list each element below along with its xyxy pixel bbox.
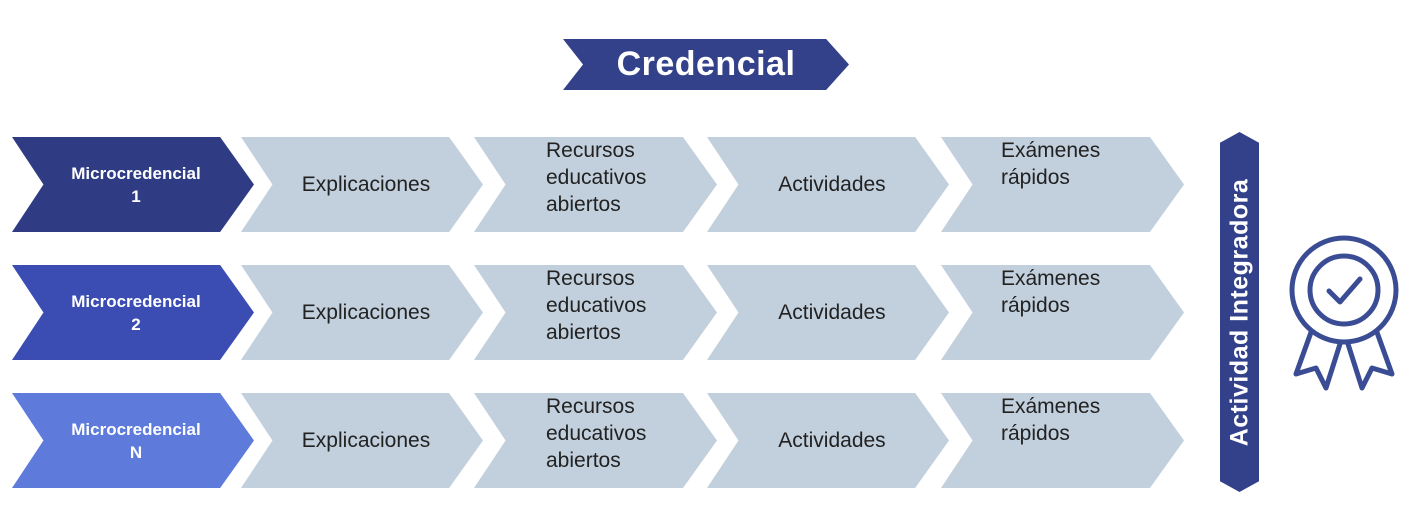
step-actividades: Actividades <box>707 393 949 488</box>
step-examenes-line2: rápidos <box>1001 294 1070 317</box>
step-recursos-educativos-abiertos: Recursos educativos abiertos <box>474 137 717 232</box>
step-explicaciones: Explicaciones <box>241 265 483 360</box>
step-recursos-line2: educativos <box>546 294 647 317</box>
step-examenes-line2: rápidos <box>1001 166 1070 189</box>
step-actividades: Actividades <box>707 265 949 360</box>
step-examenes-line1: Exámenes <box>1001 395 1101 418</box>
actividad-integradora-label: Actividad Integradora <box>1225 178 1253 446</box>
award-ribbon-checkmark-icon <box>1289 235 1399 391</box>
microcredential-1-chevron: Microcredencial 1 <box>12 137 254 232</box>
step-recursos-educativos-abiertos: Recursos educativos abiertos <box>474 265 717 360</box>
microcredential-n-number: N <box>129 442 143 462</box>
microcredential-row-n: Microcredencial N Explicaciones Recursos… <box>12 393 1184 488</box>
microcredential-2-title: Microcredencial <box>71 291 201 311</box>
step-recursos-line2: educativos <box>546 422 647 445</box>
step-recursos-line3: abiertos <box>546 449 621 472</box>
step-recursos-educativos-abiertos: Recursos educativos abiertos <box>474 393 717 488</box>
step-actividades-label: Actividades <box>778 428 886 452</box>
microcredential-1-number: 1 <box>131 186 141 206</box>
step-recursos-line1: Recursos <box>546 139 635 162</box>
step-explicaciones-label: Explicaciones <box>301 428 431 452</box>
step-recursos-line1: Recursos <box>546 395 635 418</box>
credencial-banner: Credencial <box>563 39 849 90</box>
step-explicaciones: Explicaciones <box>241 137 483 232</box>
step-recursos-line1: Recursos <box>546 267 635 290</box>
step-actividades-label: Actividades <box>778 172 886 196</box>
step-actividades: Actividades <box>707 137 949 232</box>
step-examenes-rapidos: Exámenes rápidos <box>941 265 1184 360</box>
step-examenes-line2: rápidos <box>1001 422 1070 445</box>
actividad-integradora-bar: Actividad Integradora <box>1220 132 1259 492</box>
step-examenes-rapidos: Exámenes rápidos <box>941 393 1184 488</box>
microcredential-n-title: Microcredencial <box>71 419 201 439</box>
step-explicaciones-label: Explicaciones <box>301 172 431 196</box>
microcredential-1-title: Microcredencial <box>71 163 201 183</box>
step-recursos-line3: abiertos <box>546 193 621 216</box>
step-examenes-line1: Exámenes <box>1001 139 1101 162</box>
step-actividades-label: Actividades <box>778 300 886 324</box>
microcredential-row-1: Microcredencial 1 Explicaciones Recursos… <box>12 137 1184 232</box>
step-recursos-line2: educativos <box>546 166 647 189</box>
microcredential-row-2: Microcredencial 2 Explicaciones Recursos… <box>12 265 1184 360</box>
step-recursos-line3: abiertos <box>546 321 621 344</box>
step-examenes-line1: Exámenes <box>1001 267 1101 290</box>
step-examenes-rapidos: Exámenes rápidos <box>941 137 1184 232</box>
step-explicaciones-label: Explicaciones <box>301 300 431 324</box>
step-explicaciones: Explicaciones <box>241 393 483 488</box>
microcredential-n-chevron: Microcredencial N <box>12 393 254 488</box>
credencial-label: Credencial <box>616 45 796 83</box>
microcredential-2-chevron: Microcredencial 2 <box>12 265 254 360</box>
microcredential-2-number: 2 <box>131 314 141 334</box>
